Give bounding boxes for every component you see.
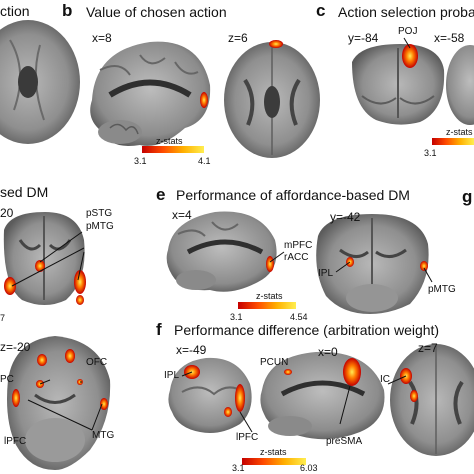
panel-e-colorbar-max: 4.54 xyxy=(290,312,308,322)
panel-e-label-racc: rACC xyxy=(284,252,309,263)
panel-b-letter: b xyxy=(62,1,73,20)
panel-f-letter: f xyxy=(156,320,162,339)
panel-e-title: Performance of affordance-based DM xyxy=(176,187,410,203)
panel-d-label-pmtg: pMTG xyxy=(86,221,114,232)
panel-b-colorbar xyxy=(142,146,204,153)
panel-b-colorbar-label: z-stats xyxy=(156,136,183,146)
panel-c-colorbar xyxy=(432,138,474,145)
panel-d-axial-slice xyxy=(7,336,111,470)
panel-f-midsagittal-slice xyxy=(260,351,385,440)
panel-a-axial-slice xyxy=(0,20,80,144)
panel-d-title: sed DM xyxy=(0,184,49,200)
panel-f-coord-lateral: x=-49 xyxy=(176,343,207,357)
panel-f-label-presma: preSMA xyxy=(326,436,363,447)
panel-c-title: Action selection proba xyxy=(338,4,474,20)
panel-f-lateral-slice xyxy=(168,357,252,433)
panel-f-coord-midsagittal: x=0 xyxy=(318,345,338,359)
panel-c-letter: c xyxy=(316,1,326,20)
panel-f-label-pcun: PCUN xyxy=(260,357,289,368)
panel-b-coord-sagittal: x=8 xyxy=(92,31,112,45)
panel-f-label-lpfc: lPFC xyxy=(236,432,259,443)
panel-f-colorbar-label: z-stats xyxy=(260,447,287,457)
panel-e-colorbar-label: z-stats xyxy=(256,291,283,301)
panel-b-title: Value of chosen action xyxy=(86,4,227,20)
panel-c-colorbar-min: 3.1 xyxy=(424,148,437,158)
panel-e-letter: e xyxy=(156,185,166,204)
panel-f-colorbar xyxy=(242,458,306,465)
panel-d-label-mtg: MTG xyxy=(92,430,115,441)
panel-d-label-pc: PC xyxy=(0,374,14,385)
panel-c-coord-sagittal: x=-58 xyxy=(434,31,465,45)
panel-c-colorbar-label: z-stats xyxy=(446,127,473,137)
panel-e-label-mpfc: mPFC xyxy=(284,240,313,251)
panel-e-label-pmtg: pMTG xyxy=(428,284,456,295)
panel-b-axial-slice xyxy=(224,40,320,158)
panel-c-coord-coronal: y=-84 xyxy=(348,31,379,45)
panel-d-coord-axial: z=-20 xyxy=(0,340,31,354)
panel-c-coronal-slice xyxy=(352,44,445,125)
panel-b-colorbar-max: 4.1 xyxy=(198,156,211,166)
panel-b-coord-axial: z=6 xyxy=(228,31,248,45)
panel-b-colorbar-min: 3.1 xyxy=(134,156,147,166)
panel-f-coord-axial: z=7 xyxy=(418,341,438,355)
panel-e-coord-coronal: y=-42 xyxy=(330,210,361,224)
panel-e-coronal-slice xyxy=(316,214,429,314)
panel-c-label-poj: POJ xyxy=(398,26,418,37)
panel-e-colorbar-min: 3.1 xyxy=(230,312,243,322)
panel-d-tick: 7 xyxy=(0,313,6,323)
panel-e-colorbar xyxy=(238,302,296,309)
panel-f-label-ic: IC xyxy=(380,374,390,385)
panel-e-label-ipl: IPL xyxy=(318,268,334,279)
panel-f-colorbar-min: 3.1 xyxy=(232,463,245,473)
panel-d-coord-coronal: 20 xyxy=(0,206,14,220)
panel-d-label-lpfc: lPFC xyxy=(4,436,27,447)
panel-d-label-pstg: pSTG xyxy=(86,208,113,219)
panel-f-title: Performance difference (arbitration weig… xyxy=(174,322,440,338)
panel-f-axial-slice xyxy=(390,344,474,456)
panel-e-sagittal-slice xyxy=(166,211,277,292)
panel-g-letter: g xyxy=(462,187,473,206)
leader-lines xyxy=(11,37,433,433)
panel-a-title: ction xyxy=(0,3,30,19)
panel-e-coord-sagittal: x=4 xyxy=(172,208,192,222)
panel-f-label-ipl: IPL xyxy=(164,370,180,381)
panel-b-sagittal-slice xyxy=(90,41,211,146)
panel-c-sagittal-slice xyxy=(446,45,474,125)
panel-d-label-ofc: OFC xyxy=(86,357,108,368)
panel-f-colorbar-max: 6.03 xyxy=(300,463,318,473)
